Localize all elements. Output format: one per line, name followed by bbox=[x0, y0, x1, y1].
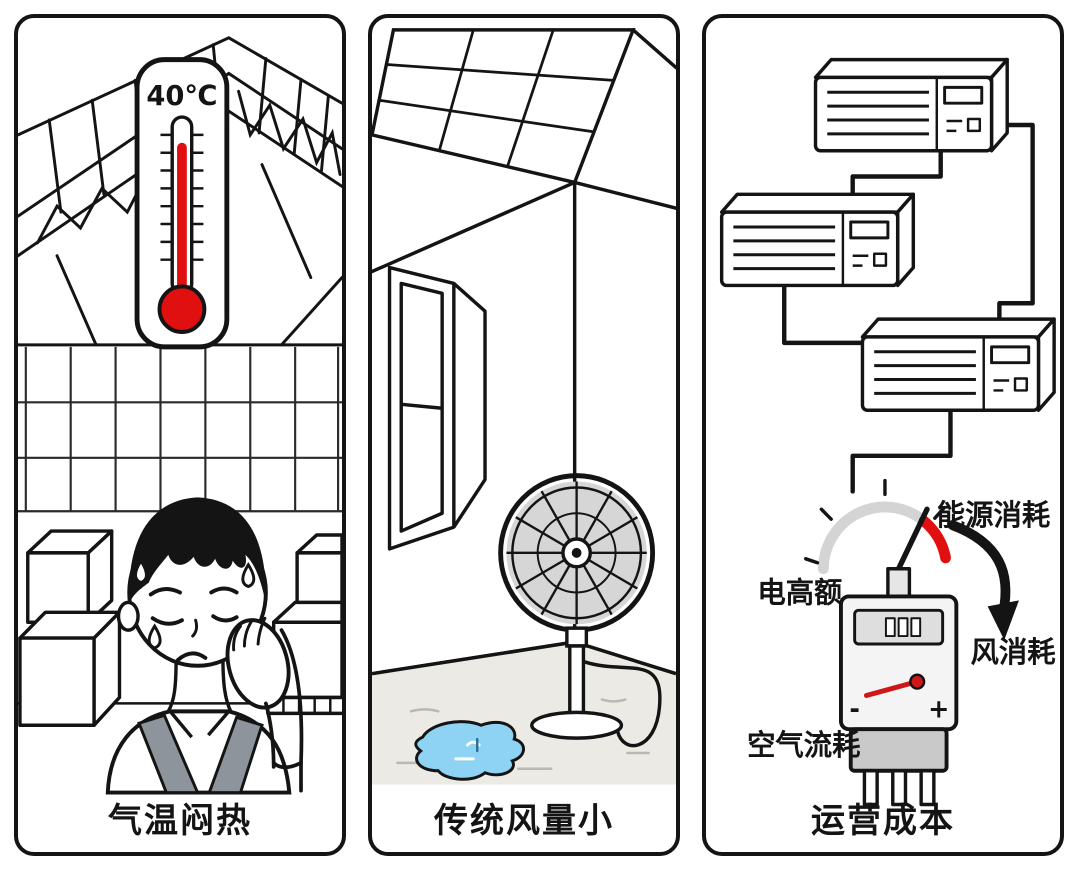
standing-fan bbox=[498, 473, 662, 748]
label-air: 空气流耗 bbox=[747, 729, 861, 762]
thermometer-mercury bbox=[177, 142, 187, 292]
thermometer-bulb bbox=[157, 284, 207, 334]
panel-operating-cost: - + 能源消耗 电高额 风消耗 空气流耗 运营成本 bbox=[702, 14, 1064, 856]
worker-face bbox=[148, 586, 239, 662]
worker-strap-left bbox=[137, 713, 200, 795]
room-scene bbox=[372, 28, 676, 785]
meter-needle bbox=[863, 679, 920, 698]
meter-minus: - bbox=[849, 694, 860, 724]
worker-collar bbox=[168, 710, 231, 739]
panel-hot-warehouse: 40℃ 气温闷热 bbox=[14, 14, 346, 856]
label-energy: 能源消耗 bbox=[937, 499, 1051, 532]
worker-arm bbox=[264, 628, 304, 793]
warehouse-racking bbox=[18, 346, 342, 513]
label-electricity: 电高额 bbox=[757, 576, 843, 609]
meter-base bbox=[848, 727, 949, 773]
worker bbox=[105, 497, 304, 795]
fan-neck bbox=[565, 626, 589, 648]
panel3-caption: 运营成本 bbox=[811, 801, 955, 841]
worker-shirt bbox=[105, 709, 292, 795]
puddle bbox=[414, 720, 525, 781]
ac-unit-1 bbox=[813, 57, 1009, 153]
boxes-left bbox=[18, 529, 122, 727]
thermometer: 40℃ bbox=[134, 57, 230, 350]
label-wind: 风消耗 bbox=[971, 636, 1057, 669]
fan-pole bbox=[568, 644, 586, 720]
ac-unit-2 bbox=[719, 192, 916, 288]
window bbox=[387, 265, 487, 551]
cost-arrow bbox=[947, 520, 1019, 641]
worker-neck bbox=[166, 657, 233, 713]
panel-small-fan: 传统风量小 bbox=[368, 14, 680, 856]
worker-hair bbox=[129, 497, 266, 605]
thermometer-reading: 40℃ bbox=[146, 80, 217, 112]
worker-strap-right bbox=[207, 715, 264, 795]
meter-stem bbox=[886, 566, 912, 601]
fan-base bbox=[530, 710, 624, 740]
warehouse-scene: 40℃ bbox=[18, 36, 342, 795]
meter-legs bbox=[862, 769, 936, 807]
wires bbox=[782, 122, 1035, 494]
fan-inner-rim bbox=[511, 486, 643, 620]
cost-scene: - + 能源消耗 电高额 风消耗 空气流耗 bbox=[719, 57, 1057, 807]
room-walls bbox=[372, 28, 676, 676]
panel2-caption: 传统风量小 bbox=[434, 801, 614, 841]
meter-needle-pivot bbox=[909, 673, 926, 690]
gauge-ticks bbox=[804, 478, 946, 565]
fan-cage-ring bbox=[536, 512, 617, 594]
meter-digits bbox=[884, 617, 922, 638]
gauge bbox=[804, 478, 951, 575]
ac-unit-3 bbox=[860, 317, 1056, 412]
fan-cord bbox=[582, 660, 662, 748]
fan-hub-center bbox=[571, 547, 582, 558]
worker-ear bbox=[116, 600, 140, 632]
sweat-drops bbox=[134, 558, 256, 650]
meter-plus: + bbox=[928, 694, 949, 724]
worker-hand bbox=[225, 618, 291, 710]
thermometer-ticks bbox=[160, 133, 204, 261]
electric-meter: - + bbox=[838, 566, 959, 807]
floor-texture bbox=[396, 698, 650, 771]
worker-fingers bbox=[232, 616, 267, 652]
panel1-caption: 气温闷热 bbox=[108, 801, 252, 841]
gauge-needle bbox=[895, 506, 930, 572]
